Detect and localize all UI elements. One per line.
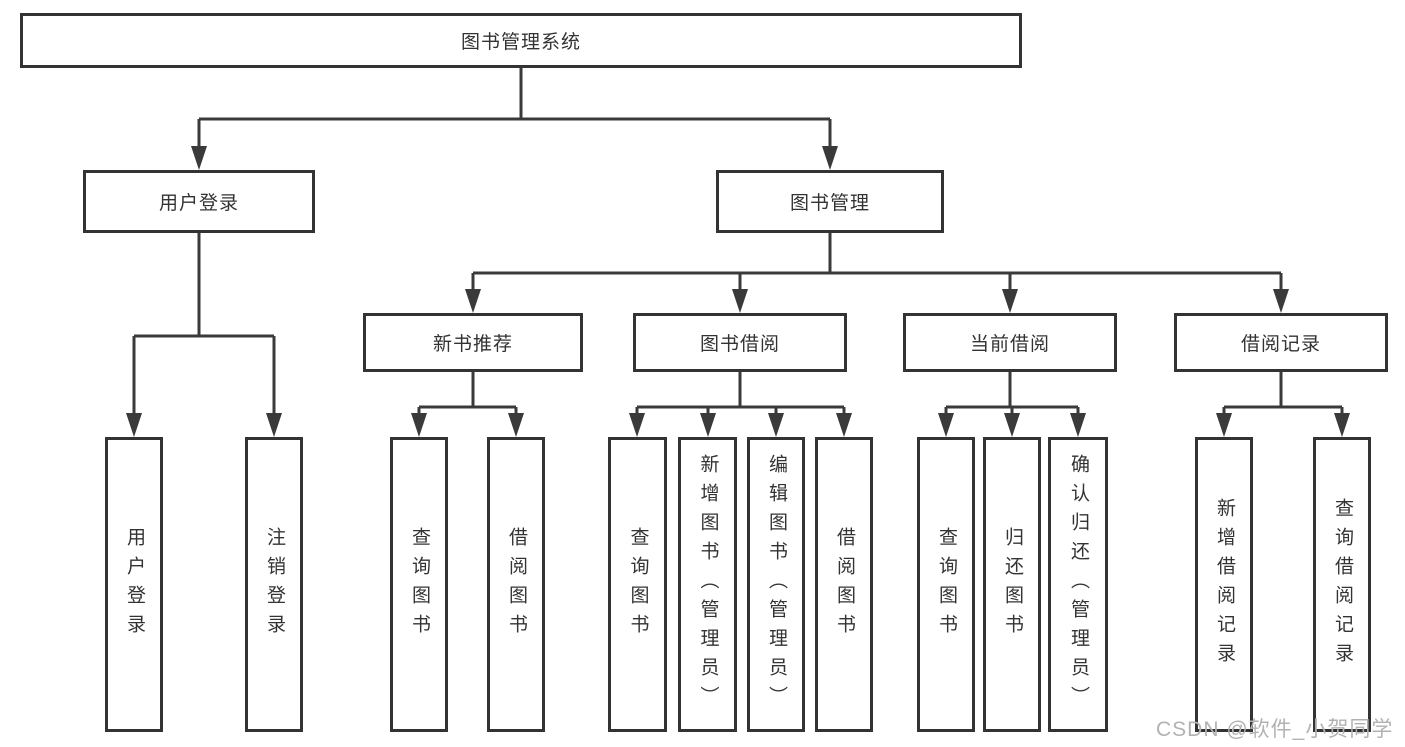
leaf-query-borrow-record: 查询借阅记录 bbox=[1313, 437, 1371, 732]
leaf-label: 用户登录 bbox=[123, 526, 145, 643]
node-label: 用户登录 bbox=[158, 193, 239, 214]
node-label: 当前借阅 bbox=[969, 334, 1050, 355]
leaf-borrow-books: 借阅图书 bbox=[815, 437, 873, 732]
connector-current-borrowing-branch bbox=[938, 372, 1086, 437]
connector-user-login-branch bbox=[126, 233, 282, 437]
node-borrow-records: 借阅记录 bbox=[1174, 313, 1388, 372]
leaf-label: 归还图书 bbox=[1001, 526, 1023, 643]
leaf-query-books-borrowing: 查询图书 bbox=[608, 437, 667, 732]
node-current-borrowing: 当前借阅 bbox=[903, 313, 1117, 372]
node-label: 借阅记录 bbox=[1240, 334, 1321, 355]
connector-book-management-branch bbox=[465, 233, 1289, 313]
connector-borrow-records-branch bbox=[1216, 372, 1350, 437]
leaf-add-borrow-record: 新增借阅记录 bbox=[1195, 437, 1253, 732]
node-label: 图书管理 bbox=[789, 193, 870, 214]
leaf-label: 新增借阅记录 bbox=[1213, 497, 1235, 672]
leaf-borrow-books-recommend: 借阅图书 bbox=[487, 437, 545, 732]
connector-root-branch bbox=[191, 68, 838, 170]
leaf-label: 查询借阅记录 bbox=[1331, 497, 1353, 672]
node-label: 新书推荐 bbox=[432, 334, 513, 355]
leaf-label: 编辑图书（管理员） bbox=[765, 454, 787, 715]
leaf-add-books-admin: 新增图书（管理员） bbox=[678, 437, 737, 732]
leaf-label: 借阅图书 bbox=[833, 526, 855, 643]
connector-new-book-branch bbox=[411, 372, 524, 437]
node-user-login: 用户登录 bbox=[83, 170, 315, 233]
node-label: 图书借阅 bbox=[699, 334, 780, 355]
leaf-label: 新增图书（管理员） bbox=[697, 454, 719, 715]
node-book-borrowing: 图书借阅 bbox=[633, 313, 847, 372]
node-new-book-recommend: 新书推荐 bbox=[363, 313, 583, 372]
leaf-label: 注销登录 bbox=[263, 526, 285, 643]
csdn-watermark: CSDN @软件_小贺同学 bbox=[1156, 718, 1394, 741]
leaf-return-books: 归还图书 bbox=[983, 437, 1041, 732]
leaf-label: 查询图书 bbox=[935, 526, 957, 643]
leaf-confirm-return-admin: 确认归还（管理员） bbox=[1048, 437, 1108, 732]
connector-book-borrowing-branch bbox=[629, 372, 852, 437]
leaf-user-login: 用户登录 bbox=[105, 437, 163, 732]
leaf-label: 查询图书 bbox=[408, 526, 430, 643]
leaf-label: 确认归还（管理员） bbox=[1067, 454, 1089, 715]
leaf-query-books-current: 查询图书 bbox=[917, 437, 975, 732]
leaf-logout: 注销登录 bbox=[245, 437, 303, 732]
leaf-label: 查询图书 bbox=[627, 526, 649, 643]
node-label: 图书管理系统 bbox=[460, 32, 581, 53]
node-root: 图书管理系统 bbox=[20, 13, 1022, 68]
node-book-management: 图书管理 bbox=[716, 170, 944, 233]
leaf-query-books-recommend: 查询图书 bbox=[390, 437, 448, 732]
leaf-edit-books-admin: 编辑图书（管理员） bbox=[747, 437, 805, 732]
leaf-label: 借阅图书 bbox=[505, 526, 527, 643]
